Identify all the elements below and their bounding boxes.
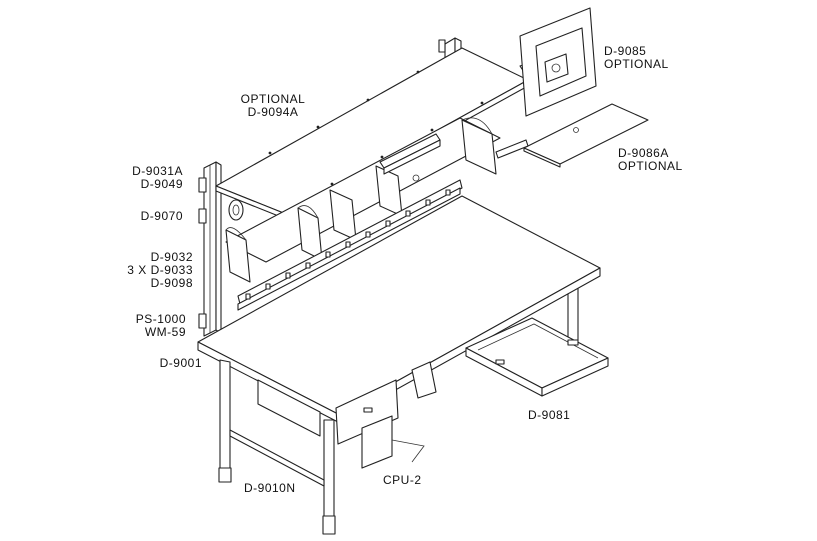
label-d9086a: D-9086A OPTIONAL [618, 147, 683, 173]
label-optional-d9094a: OPTIONAL D-9094A [238, 93, 308, 119]
under-shelf-light [379, 133, 441, 182]
label-line: D-9001 [159, 356, 202, 370]
label-d9070: D-9070 [110, 210, 183, 223]
label-line: OPTIONAL [240, 92, 306, 106]
label-line: D-9070 [140, 209, 183, 223]
label-line: D-9049 [140, 177, 183, 191]
label-line: PS-1000 [135, 312, 186, 326]
label-d9010n: D-9010N [244, 482, 296, 495]
upright-post-left [198, 161, 222, 337]
legs-frame [218, 339, 579, 535]
label-d9032: D-9032 3 X D-9033 D-9098 [110, 251, 193, 290]
label-line: D-9032 [150, 250, 193, 264]
label-line: OPTIONAL [618, 159, 683, 173]
light-fixture-d9070 [228, 199, 244, 221]
cpu-holder-cpu2 [335, 379, 425, 469]
monitor-d9085 [519, 7, 597, 117]
keyboard-tray-d9086a [495, 103, 649, 168]
label-line: CPU-2 [383, 473, 422, 487]
label-line: OPTIONAL [604, 57, 669, 71]
label-line: D-9098 [150, 276, 193, 290]
label-d9001: D-9001 [110, 357, 202, 370]
drawer-d9081 [465, 317, 609, 397]
label-d9085: D-9085 OPTIONAL [604, 45, 669, 71]
label-line: D-9086A [618, 146, 669, 160]
label-line: D-9010N [244, 481, 296, 495]
label-line: D-9085 [604, 44, 647, 58]
label-cpu2: CPU-2 [383, 474, 422, 487]
label-ps1000: PS-1000 WM-59 [110, 313, 186, 339]
label-d9031a: D-9031A D-9049 [110, 165, 183, 191]
lower-shelf [225, 117, 501, 311]
label-line: D-9031A [132, 164, 183, 178]
label-line: 3 X D-9033 [127, 263, 193, 277]
label-line: WM-59 [144, 325, 186, 339]
work-surface-d9001 [197, 195, 601, 423]
label-line: D-9081 [528, 408, 571, 422]
label-d9081: D-9081 [528, 409, 570, 422]
label-line: D-9094A [247, 105, 299, 119]
